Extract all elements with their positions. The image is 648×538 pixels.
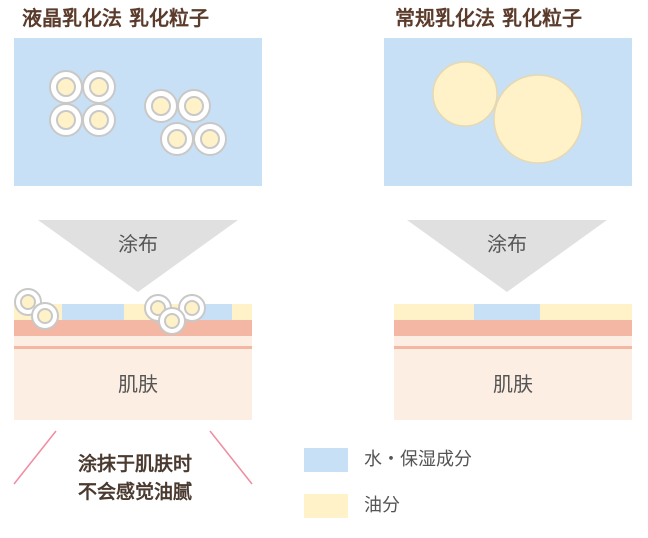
left-title: 液晶乳化法 乳化粒子	[22, 6, 209, 30]
legend-label-water: 水・保湿成分	[364, 449, 472, 470]
benefit-message-line2: 不会感觉油腻	[77, 481, 192, 503]
right-down-arrow	[407, 220, 607, 292]
benefit-message-line1: 涂抹于肌肤时	[77, 453, 192, 475]
left-skin-label: 肌肤	[118, 372, 158, 396]
left-down-arrow	[38, 220, 238, 292]
left-arrow-label: 涂布	[118, 232, 158, 256]
right-skin-label: 肌肤	[493, 372, 533, 396]
oil-droplet-small	[432, 61, 498, 127]
oil-droplet-large	[493, 74, 583, 164]
accent-line-left	[13, 430, 57, 485]
lc-particle-cluster-2	[144, 89, 227, 156]
right-title: 常规乳化法 乳化粒子	[395, 6, 582, 30]
right-arrow-label: 涂布	[487, 232, 527, 256]
legend-swatch-oil	[304, 494, 348, 518]
lc-particle-cluster-1	[49, 70, 116, 137]
legend-swatch-water	[304, 448, 348, 472]
legend-label-oil: 油分	[364, 495, 400, 516]
left-skin-layers	[14, 304, 252, 420]
right-skin-layers	[394, 304, 632, 420]
accent-line-right	[209, 430, 253, 485]
lc-particles-on-skin	[14, 288, 206, 335]
benefit-message: 涂抹于肌肤时 不会感觉油腻	[60, 450, 210, 506]
